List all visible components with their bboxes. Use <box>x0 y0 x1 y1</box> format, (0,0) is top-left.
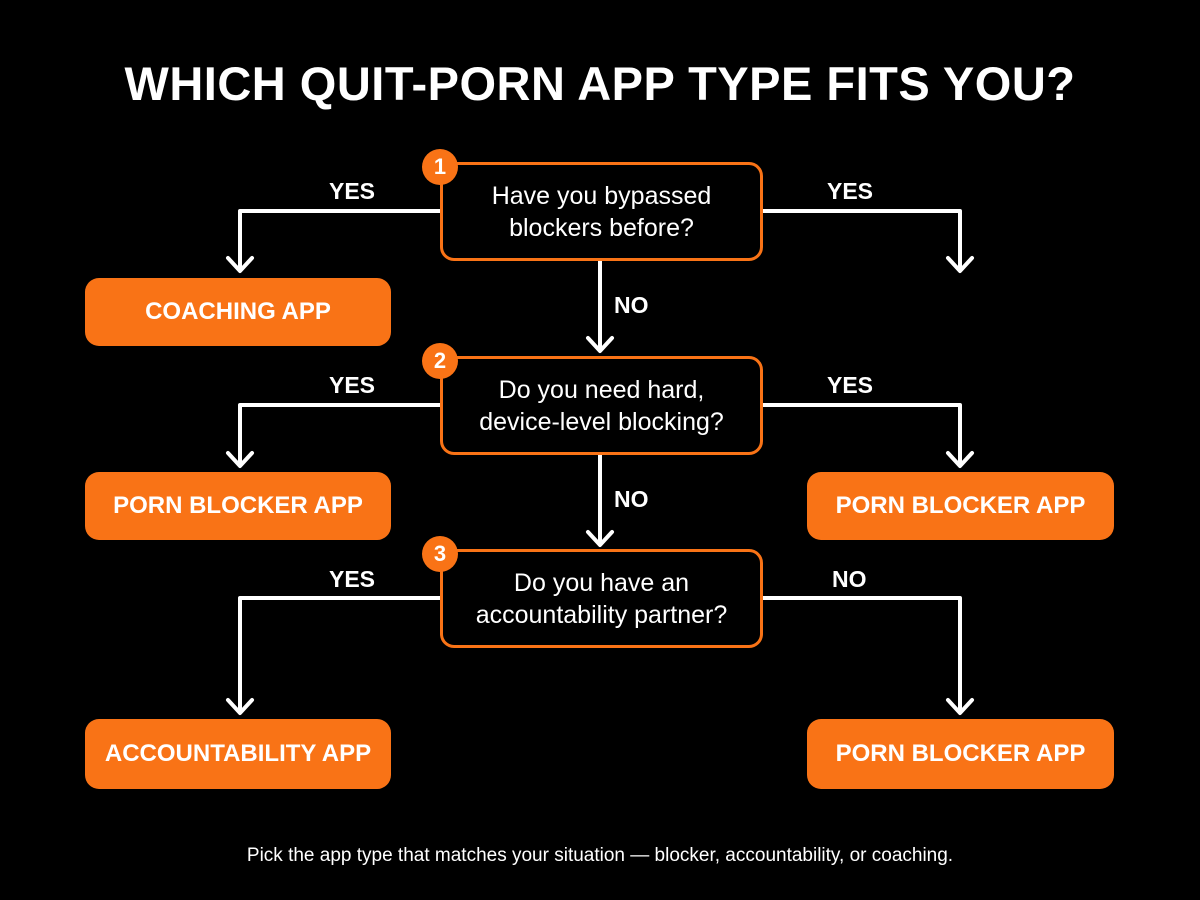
edge-label-q2-down: NO <box>614 486 649 512</box>
outcome-porn-blocker-app-right: PORN BLOCKER APP <box>807 472 1114 540</box>
arrowhead-q2-down <box>586 530 614 547</box>
edge-label-q2-right: YES <box>827 372 874 398</box>
question-3-text: Do you have an accountability partner? <box>475 568 728 629</box>
arrowhead-q2-left <box>226 451 254 468</box>
connector-q3-right <box>761 596 962 714</box>
outcome-porn-blocker-app-bottom-right: PORN BLOCKER APP <box>807 719 1114 789</box>
step-badge-1: 1 <box>422 149 458 185</box>
arrowhead-q1-right <box>946 256 974 273</box>
edge-label-q1-down: NO <box>614 292 649 318</box>
question-2-text: Do you need hard, device-level blocking? <box>479 375 724 436</box>
question-1-text: Have you bypassed blockers before? <box>491 181 712 242</box>
connector-q1-right <box>761 209 962 272</box>
footer-caption: Pick the app type that matches your situ… <box>246 845 954 866</box>
arrowhead-q3-right <box>946 698 974 715</box>
edge-label-q1-right: YES <box>827 178 874 204</box>
edge-label-q3-right: NO <box>832 566 867 592</box>
connector-q3-left <box>238 596 442 714</box>
edge-label-q1-left: YES <box>329 178 376 204</box>
outcome-porn-blocker-app-left: PORN BLOCKER APP <box>85 472 391 540</box>
question-box-1: Have you bypassed blockers before? <box>440 162 763 261</box>
outcome-accountability-app: ACCOUNTABILITY APP <box>85 719 391 789</box>
page-title: WHICH QUIT-PORN APP TYPE FITS YOU? <box>124 57 1076 110</box>
arrowhead-q1-left <box>226 256 254 273</box>
connector-q2-right <box>761 403 962 467</box>
arrowhead-q3-left <box>226 698 254 715</box>
edge-label-q2-left: YES <box>329 372 376 398</box>
question-box-2: Do you need hard, device-level blocking? <box>440 356 763 455</box>
arrowhead-q1-down <box>586 336 614 353</box>
arrowhead-q2-right <box>946 451 974 468</box>
connector-q2-left <box>238 403 442 467</box>
question-box-3: Do you have an accountability partner? <box>440 549 763 648</box>
outcome-coaching-app: COACHING APP <box>85 278 391 346</box>
connector-q1-left <box>238 209 442 272</box>
edge-label-q3-left: YES <box>329 566 376 592</box>
step-badge-3: 3 <box>422 536 458 572</box>
step-badge-2: 2 <box>422 343 458 379</box>
